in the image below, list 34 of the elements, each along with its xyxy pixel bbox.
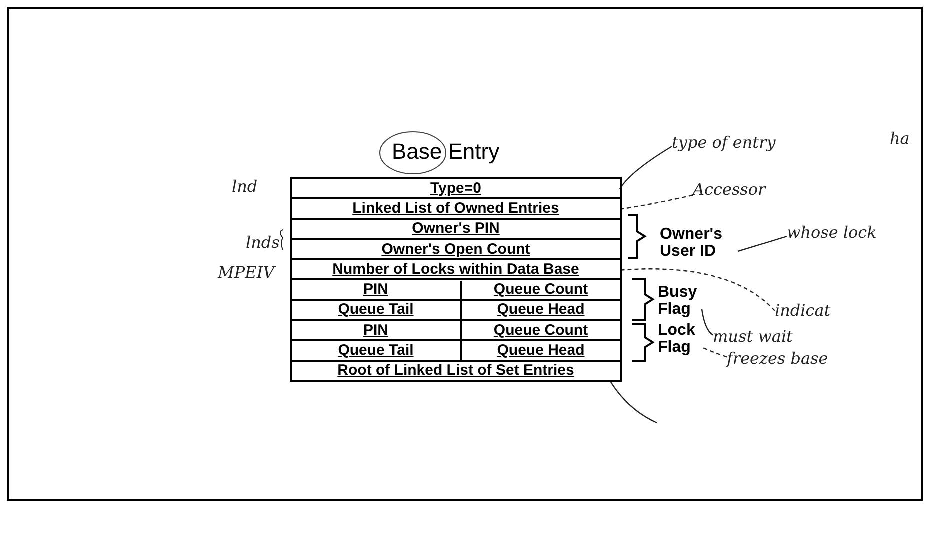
handwritten-note: must wait: [713, 328, 793, 346]
field-cell: PIN: [292, 321, 462, 342]
leader-line: [610, 380, 658, 424]
handwritten-note: whose lock: [787, 224, 877, 242]
leader-line: [701, 309, 714, 336]
field-cell: Type=0: [292, 179, 620, 200]
field-cell: Owner's PIN: [292, 220, 620, 240]
field-cell: Queue Head: [462, 300, 620, 322]
handwritten-note: ha: [890, 130, 910, 148]
handwritten-note: lnds: [246, 234, 280, 252]
field-group-label: Busy Flag: [658, 284, 702, 318]
field-cell: Queue Count: [462, 321, 620, 342]
field-cell: PIN: [292, 280, 462, 301]
field-cell: Number of Locks within Data Base: [292, 260, 620, 280]
field-cell: Queue Tail: [292, 300, 462, 322]
leader-line: [620, 146, 672, 190]
leader-line: [620, 194, 694, 210]
handwritten-note: Accessor: [693, 181, 766, 199]
handwritten-note: MPEIV: [218, 264, 275, 282]
leader-line: [620, 268, 776, 312]
field-cell: Root of Linked List of Set Entries: [292, 362, 620, 382]
field-cell: Owner's Open Count: [292, 240, 620, 260]
field-cell: Queue Count: [462, 280, 620, 301]
field-cell: Linked List of Owned Entries: [292, 199, 620, 220]
handwritten-note: indicat: [775, 302, 831, 320]
leader-line: [738, 236, 788, 252]
leader-line: [702, 346, 728, 358]
field-cell: Queue Tail: [292, 341, 462, 362]
handwritten-note: freezes base: [727, 350, 828, 368]
handwritten-note: lnd: [232, 178, 258, 196]
field-cell: Queue Head: [462, 341, 620, 362]
field-group-label: Owner's User ID: [660, 226, 738, 260]
field-group-label: Lock Flag: [658, 322, 702, 356]
handwritten-note: type of entry: [672, 134, 776, 152]
